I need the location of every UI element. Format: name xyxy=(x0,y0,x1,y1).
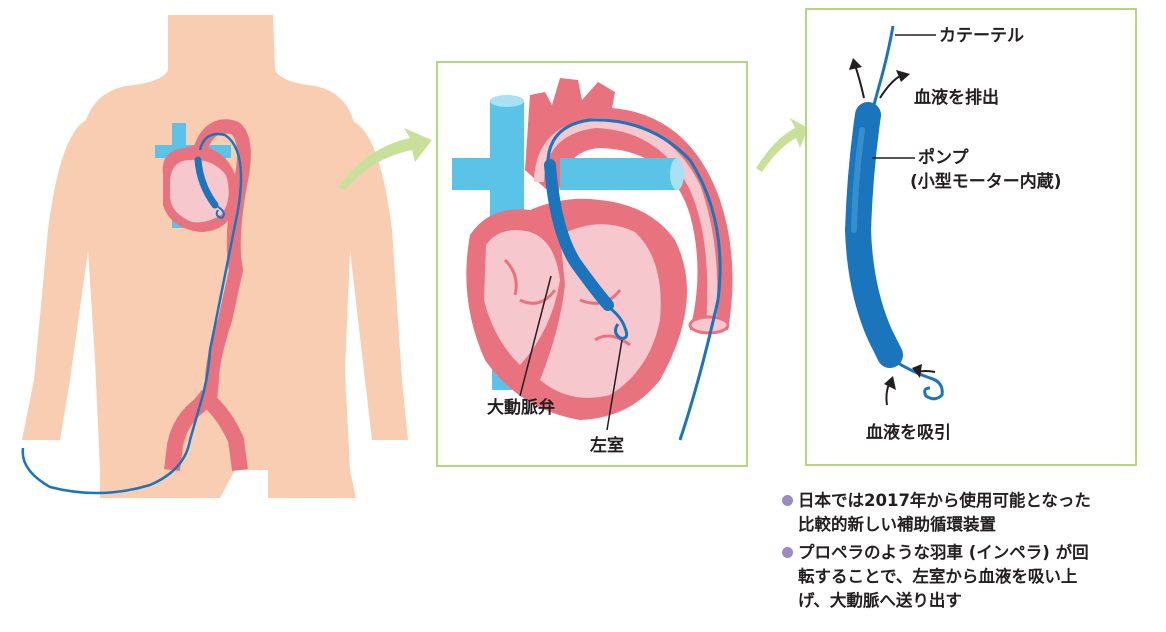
pump-device xyxy=(844,25,944,406)
label-blood-intake: 血液を吸引 xyxy=(866,423,951,443)
label-aortic-valve: 大動脈弁 xyxy=(487,398,555,418)
aortic-valve-leader xyxy=(519,275,552,397)
note-item: 日本では2017年から使用可能となった 比較的新しい補助循環装置 xyxy=(780,489,1160,537)
body-figure xyxy=(22,15,408,498)
outflow-arrow-right xyxy=(879,75,901,99)
aortic-arch-inner xyxy=(534,118,718,325)
outflow-arrow-right-head xyxy=(896,70,910,82)
label-blood-outflow: 血液を排出 xyxy=(914,88,999,108)
pump-highlight xyxy=(851,127,865,233)
pulmonary-artery-end xyxy=(670,158,684,190)
vena-cava-top xyxy=(490,95,524,107)
heart-catheter-pump xyxy=(544,159,614,311)
left-ventricle-leader xyxy=(606,339,623,431)
right-arm xyxy=(22,120,88,440)
note-line: プロペラのような羽車 (インペラ) が回 xyxy=(798,543,1089,562)
aortic-arch xyxy=(525,78,733,330)
body-catheter-pump xyxy=(194,156,219,209)
label-pump: ポンプ xyxy=(918,148,969,168)
label-pump-detail: (小型モーター内蔵) xyxy=(910,172,1062,192)
body-catheter-tip xyxy=(214,204,225,220)
zoom-arrow-2 xyxy=(756,118,808,172)
bullet-icon xyxy=(782,547,793,558)
pump-body xyxy=(844,102,903,368)
bullet-icon xyxy=(782,495,793,506)
label-catheter: カテーテル xyxy=(939,26,1024,46)
pump-catheter-shaft xyxy=(870,25,895,113)
note-line: 転することで、左室から血液を吸い上 xyxy=(798,567,1078,586)
notes-list: 日本では2017年から使用可能となった 比較的新しい補助循環装置 プロペラのよう… xyxy=(780,489,1160,617)
aorta-opening xyxy=(688,315,730,335)
note-item: プロペラのような羽車 (インペラ) が回 転することで、左室から血液を吸い上 げ… xyxy=(780,541,1160,613)
heart-closeup xyxy=(452,78,733,441)
body-heart xyxy=(21,119,251,495)
inflow-arrow-right-head xyxy=(912,364,922,378)
label-left-ventricle: 左室 xyxy=(590,436,624,456)
left-arm xyxy=(350,122,408,440)
inflow-arrow-bottom-head xyxy=(884,376,896,390)
left-ventricle-chamber xyxy=(540,224,661,398)
note-line: げ、大動脈へ送り出す xyxy=(798,591,962,610)
note-line: 日本では2017年から使用可能となった xyxy=(798,491,1091,510)
heart-catheter xyxy=(546,118,722,441)
right-atrium-ventricle xyxy=(484,230,560,365)
body-aorta xyxy=(193,119,251,407)
heart-inner-details xyxy=(503,258,631,347)
note-line: 比較的新しい補助循環装置 xyxy=(798,515,996,534)
pulmonary-artery-right xyxy=(560,158,678,190)
heart-catheter-tip xyxy=(609,306,629,340)
outflow-arrow-left-head xyxy=(849,58,862,70)
pulmonary-artery-left xyxy=(452,158,512,190)
zoom-arrow-1 xyxy=(338,128,432,190)
body-silhouette xyxy=(82,15,356,498)
body-catheter xyxy=(21,132,243,495)
